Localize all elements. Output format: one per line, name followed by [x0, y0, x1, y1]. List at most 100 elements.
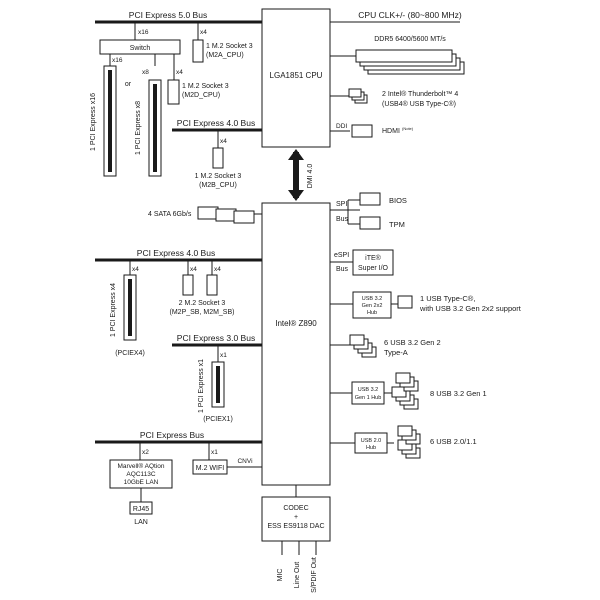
- m2d-label1: 1 M.2 Socket 3: [182, 83, 229, 90]
- ite-label1: iTE®: [365, 254, 382, 262]
- usb-gen2-label2: Type-A: [384, 348, 408, 357]
- gen2x2-hub-l3: Hub: [367, 310, 377, 316]
- typec-label1: 1 USB Type-C®,: [420, 294, 475, 303]
- m2m-socket: [206, 274, 218, 296]
- spi-bus-label: Bus: [336, 216, 349, 223]
- bios-label: BIOS: [389, 196, 407, 205]
- sata-label: 4 SATA 6Gb/s: [148, 211, 192, 218]
- m2a-label2: (M2A_CPU): [206, 52, 244, 59]
- ite-superio: [352, 249, 394, 276]
- spdif-label: S/PDIF Out: [311, 557, 318, 593]
- usb2-label: 6 USB 2.0/1.1: [430, 437, 477, 446]
- thunderbolt-label1: 2 Intel® Thunderbolt™ 4: [382, 90, 458, 98]
- pcie5-bus-label: PCI Express 5.0 Bus: [129, 10, 207, 20]
- chipset-label: Intel® Z890: [275, 319, 317, 328]
- gen2x2-hub-l2: Gen 2x2: [362, 303, 383, 309]
- codec-l3: ESS ES9118 DAC: [267, 523, 324, 530]
- codec-l1: CODEC: [283, 505, 308, 512]
- switch-block: [99, 39, 181, 55]
- pciex4-slot-label: 1 PCI Express x4: [110, 283, 117, 337]
- lan-l1: Marvell® AQtion: [117, 462, 164, 470]
- lineout-label: Line Out: [294, 562, 301, 589]
- pcie5-x16-top: x16: [138, 29, 149, 36]
- ddr5-label: DDR5 6400/5600 MT/s: [374, 36, 446, 43]
- usb2-hub-l2: Hub: [366, 445, 376, 451]
- bios-chip: [359, 192, 381, 206]
- m2d-label2: (M2D_CPU): [182, 92, 220, 99]
- pciex1-slot-label: 1 PCI Express x1: [198, 359, 205, 413]
- ddi-label: DDI: [336, 123, 347, 130]
- codec-block: [261, 496, 331, 542]
- dmi-label: DMI 4.0: [307, 164, 314, 189]
- mic-label: MIC: [277, 569, 284, 582]
- rj45-label: RJ45: [133, 506, 149, 513]
- pcie3-label: PCI Express 3.0 Bus: [177, 333, 255, 343]
- lan-l3: 10GbE LAN: [124, 479, 159, 486]
- usb-gen1-label: 8 USB 3.2 Gen 1: [430, 389, 487, 398]
- dimm-stack: [355, 49, 465, 75]
- usb2-hub-l1: USB 2.0: [361, 438, 381, 444]
- pcie-bus-label: PCI Express Bus: [140, 430, 204, 440]
- pcie4-cpu-label: PCI Express 4.0 Bus: [177, 118, 255, 128]
- tpm-chip: [359, 216, 381, 230]
- usb2-ports: [397, 425, 421, 459]
- espi-bus-label: Bus: [336, 266, 349, 273]
- hdmi-label: HDMI: [382, 128, 400, 135]
- pcie-x16-slot-label: 1 PCI Express x16: [90, 93, 97, 151]
- rj45-port: [129, 501, 153, 515]
- codec-l2: +: [294, 514, 298, 521]
- lan-l2: AQC113C: [126, 471, 155, 478]
- wifi-width: x1: [211, 449, 218, 456]
- cnvi-label: CNVi: [237, 458, 252, 465]
- lan-width: x2: [142, 449, 149, 456]
- m2a-socket: [192, 39, 204, 63]
- cpu-clk-label: CPU CLK+/- (80~800 MHz): [358, 10, 462, 20]
- or-label: or: [125, 81, 132, 88]
- wifi-label: M.2 WIFI: [196, 465, 224, 472]
- pciex4-name: (PCIEX4): [115, 350, 145, 357]
- m2m-width: x4: [214, 266, 221, 273]
- switch-label: Switch: [130, 45, 151, 52]
- m2p-label2: (M2P_SB, M2M_SB): [170, 309, 235, 316]
- espi-label: eSPI: [334, 252, 349, 259]
- chipset-block: [261, 202, 331, 486]
- ite-label2: Super I/O: [358, 265, 389, 272]
- cpu-block: [261, 8, 331, 148]
- thunderbolt-label2: (USB4® USB Type-C®): [382, 100, 456, 108]
- pcie5-slot1-width: x16: [112, 57, 123, 64]
- typec-label2: with USB 3.2 Gen 2x2 support: [419, 304, 522, 313]
- pcie4-pch-label: PCI Express 4.0 Bus: [137, 248, 215, 258]
- m2a-width: x4: [200, 29, 207, 36]
- usb-gen2-label1: 6 USB 3.2 Gen 2: [384, 338, 441, 347]
- m2b-width: x4: [220, 138, 227, 145]
- sata-ports: [197, 206, 255, 224]
- m2p-socket: [182, 274, 194, 296]
- gen2x2-hub-l1: USB 3.2: [362, 296, 382, 302]
- pciex1-width: x1: [220, 352, 227, 359]
- m2b-label2: (M2B_CPU): [199, 182, 237, 189]
- gen1-hub-l1: USB 3.2: [358, 387, 378, 393]
- gen1-hub-l2: Gen 1 Hub: [355, 395, 382, 401]
- pciex4-width: x4: [132, 266, 139, 273]
- pciex1-name: (PCIEX1): [203, 416, 233, 423]
- m2p-width: x4: [190, 266, 197, 273]
- hdmi-connector: [351, 124, 373, 138]
- marvell-lan: [109, 459, 173, 489]
- lan-label: LAN: [134, 519, 148, 526]
- cpu-label: LGA1851 CPU: [270, 71, 323, 80]
- pcie-x8-slot-label: 1 PCI Express x8: [135, 101, 142, 155]
- m2b-socket: [212, 147, 224, 169]
- m2b-label1: 1 M.2 Socket 3: [195, 173, 242, 180]
- m2d-socket: [167, 79, 180, 105]
- usb-gen1-ports: [391, 372, 419, 410]
- m2d-width: x4: [176, 69, 183, 76]
- typec-port: [397, 295, 413, 309]
- usb-gen2-ports: [349, 334, 377, 358]
- m2a-label1: 1 M.2 Socket 3: [206, 43, 253, 50]
- pcie5-slot2-width: x8: [142, 69, 149, 76]
- gen2x2-hub: [352, 291, 392, 319]
- spi-label: SPI: [336, 201, 347, 208]
- m2p-label1: 2 M.2 Socket 3: [179, 300, 226, 307]
